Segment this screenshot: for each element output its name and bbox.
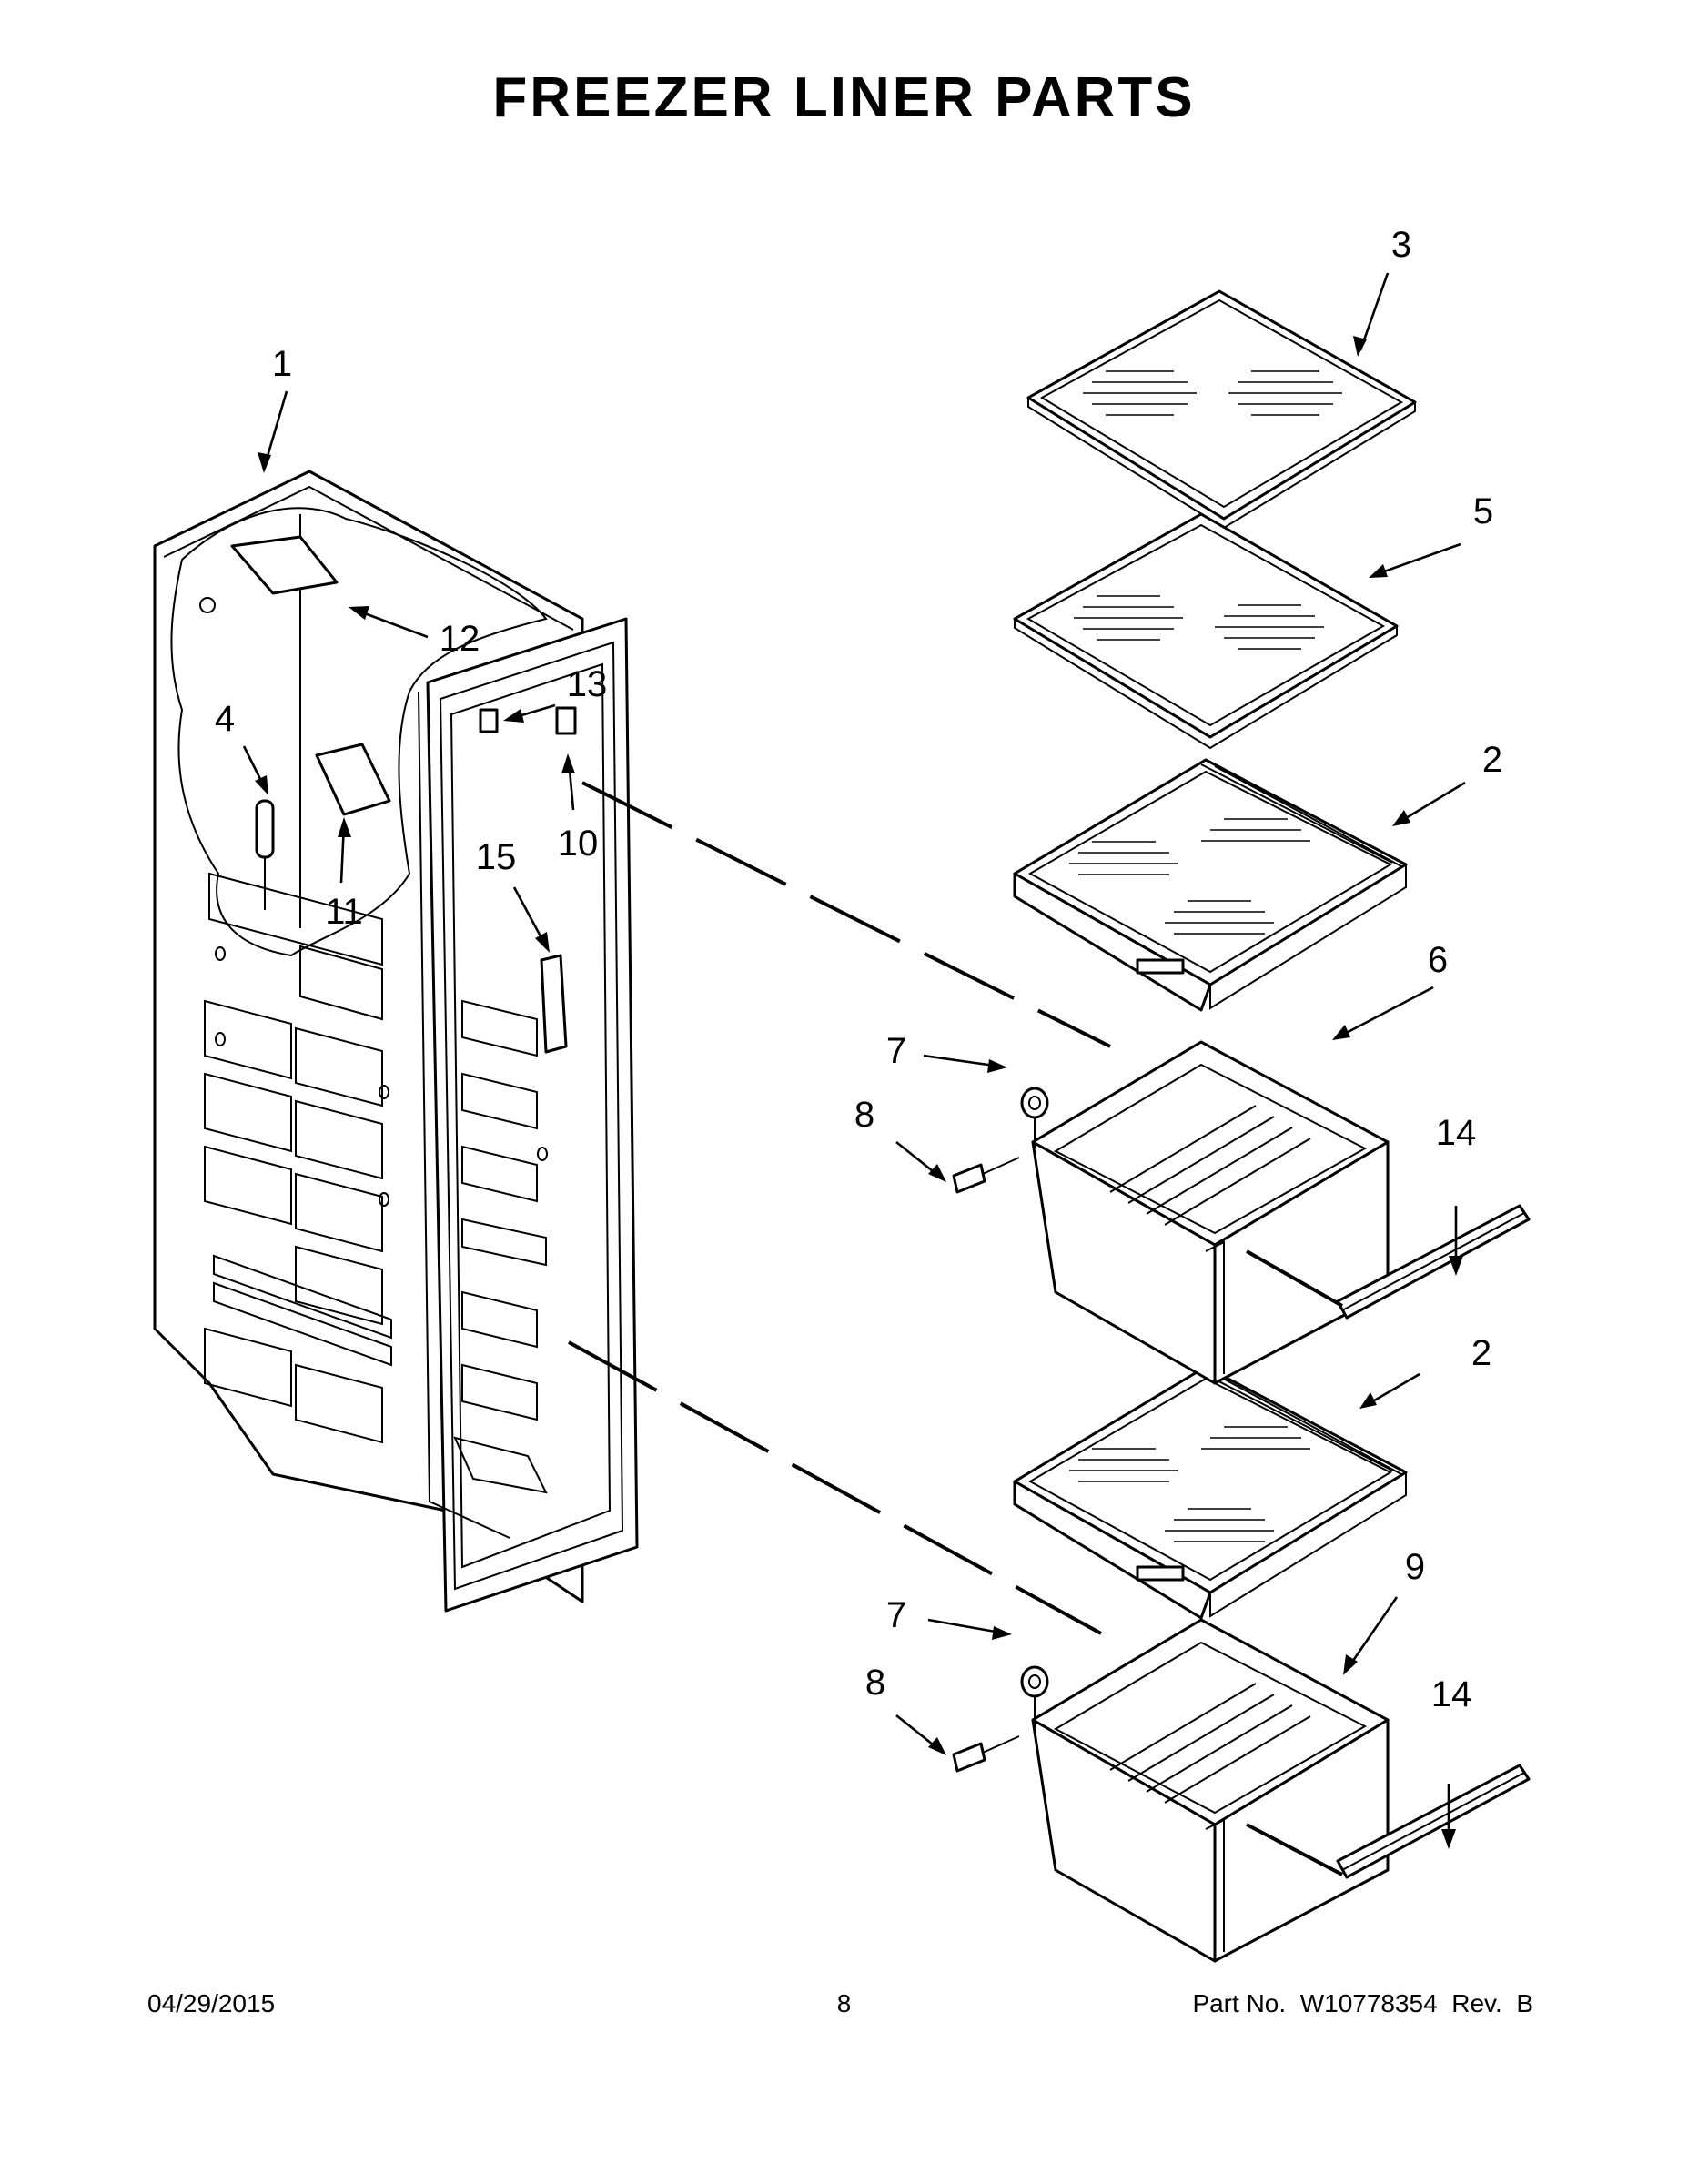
footer-page-number: 8 [836,1989,852,2017]
footer-date: 04/29/2015 [147,1989,276,2017]
upper-freezer-bin [1031,1040,1390,1385]
callout-labels: 1 2 2 3 4 5 6 7 7 8 8 9 10 11 12 13 14 1… [215,225,1502,1714]
callout-13: 13 [567,664,608,704]
bin-wheel-lower [1020,1665,1049,1727]
callout-4: 4 [215,699,235,739]
glass-shelf-top [1026,289,1417,530]
callout-14-upper: 14 [1436,1113,1477,1153]
shelf-with-frame-upper [1013,758,1408,1012]
callout-14-lower: 14 [1431,1674,1472,1714]
shelf-with-frame-lower [1013,1365,1408,1620]
callout-9: 9 [1405,1547,1425,1587]
callout-5: 5 [1473,491,1493,531]
footer-part-number: Part No. W10778354 Rev. B [1192,1989,1533,2017]
glass-shelf-middle [1013,512,1399,750]
callout-15: 15 [476,837,517,877]
callout-3: 3 [1391,225,1411,265]
callout-6: 6 [1428,940,1448,980]
callout-2-upper: 2 [1482,740,1502,780]
callout-11: 11 [325,892,363,932]
callout-2-lower: 2 [1471,1333,1491,1373]
wheel-pin-upper [952,1157,1020,1194]
callout-12: 12 [440,619,480,659]
lower-freezer-bin [1031,1618,1390,1963]
wheel-pin-lower [952,1735,1020,1773]
callout-10: 10 [558,824,599,864]
callout-7-lower: 7 [886,1595,906,1635]
callout-7-upper: 7 [886,1031,906,1071]
page-title: FREEZER LINER PARTS [492,66,1196,129]
callout-1: 1 [272,344,292,384]
bin-wheel-upper [1020,1087,1049,1148]
alignment-lines [568,781,1343,1876]
freezer-liner [153,470,639,1613]
leader-arrows [242,272,1466,1849]
bin-slide-rail-lower [1336,1764,1531,1879]
callout-8-upper: 8 [854,1095,874,1135]
bin-slide-rail-upper [1336,1204,1531,1320]
callout-8-lower: 8 [865,1663,885,1703]
